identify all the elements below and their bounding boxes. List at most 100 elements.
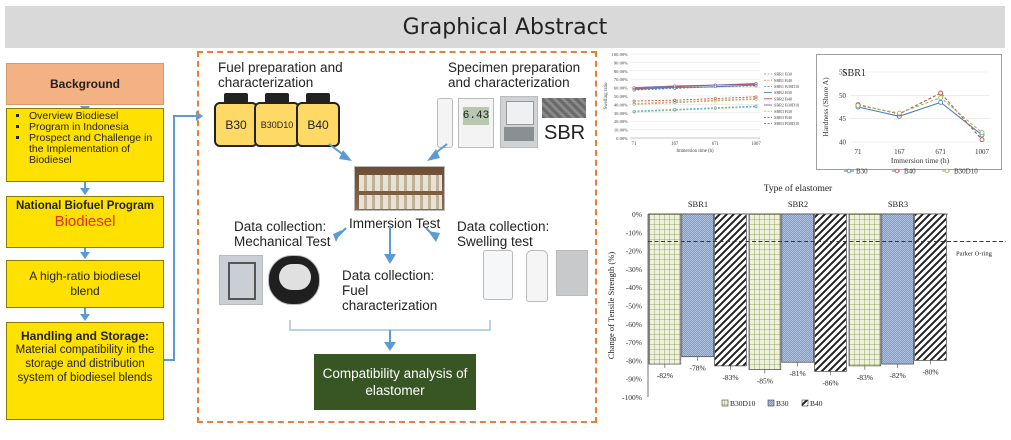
series-point <box>754 97 758 101</box>
sbr-sample-image <box>542 98 586 118</box>
y-tick-label: -30% <box>626 265 642 274</box>
series-point <box>713 106 717 110</box>
series-point <box>979 137 985 143</box>
handling-title: Handling and Storage: <box>20 329 149 343</box>
national-program-label: National Biofuel Program <box>15 200 155 212</box>
y-tick-label: 40.00% <box>614 102 628 107</box>
background-bullet: Overview Biodiesel <box>29 111 159 122</box>
y-tick-label: 50 <box>839 92 847 100</box>
mechanical-test-label: Data collection: Mechanical Test <box>234 219 331 249</box>
data-label: -85% <box>757 377 773 386</box>
bar <box>914 213 947 361</box>
arrow-down-icon <box>80 314 90 321</box>
x-tick-label: 671 <box>712 142 720 147</box>
balance-image <box>500 96 538 148</box>
x-tick-label: 1007 <box>975 148 990 156</box>
y-tick-label: -90% <box>626 375 642 384</box>
series-point <box>632 88 636 92</box>
fuel-characterization-label: Data collection: Fuel characterization <box>342 268 438 313</box>
legend-label: SBR1 B30 <box>774 72 792 77</box>
series-point <box>713 85 717 89</box>
data-label: -81% <box>790 369 806 378</box>
x-tick-label: 1007 <box>751 142 761 147</box>
chart-title: SBR1 <box>842 68 866 79</box>
bar <box>748 213 782 370</box>
bar <box>648 213 682 365</box>
x-tick-label: 167 <box>894 148 905 156</box>
y-tick-label: 100.00% <box>612 52 629 57</box>
series-point <box>713 97 717 100</box>
series-point <box>673 108 677 111</box>
sbr-label: SBR <box>544 122 586 144</box>
fuel-bottle-b30: B30 <box>214 93 258 147</box>
balance-image-2 <box>556 250 588 296</box>
series-point <box>938 90 944 96</box>
series-line <box>857 101 983 136</box>
y-tick-label: 0% <box>632 210 642 219</box>
connector-line <box>84 182 86 190</box>
solvent-bottle-image <box>526 250 548 302</box>
legend-label: B40 <box>810 399 823 408</box>
y-axis-title: Swelling ratio <box>604 82 609 110</box>
bar <box>714 213 747 367</box>
fuel-bottle-b40: B40 <box>296 93 340 147</box>
legend-label: B40 <box>904 168 916 176</box>
outflow-arrows <box>333 226 440 264</box>
legend-swatch <box>767 399 775 407</box>
high-ratio-box: A high-ratio biodiesel blend <box>6 260 164 308</box>
data-label: -83% <box>722 373 738 382</box>
bar <box>848 213 882 367</box>
legend-label: SBR2 B30 <box>774 90 792 95</box>
series-point <box>673 98 677 102</box>
bar <box>681 213 714 358</box>
background-bullet: Program in Indonesia <box>29 122 159 133</box>
x-tick-label: 71 <box>855 148 863 156</box>
chart-title: Type of elastomer <box>764 183 833 194</box>
y-tick-label: -60% <box>626 320 642 329</box>
compatibility-box: Compatibility analysis of elastomer <box>314 354 476 410</box>
y-tick-label: -70% <box>626 338 642 347</box>
y-tick-label: -20% <box>626 247 642 256</box>
y-tick-label: 70.00% <box>614 77 628 82</box>
connector-line <box>84 248 86 254</box>
series-point <box>754 84 758 88</box>
thickness-meter-image: 6.43 <box>458 98 494 148</box>
inflow-arrows <box>328 143 448 161</box>
immersion-test-label: Immersion Test <box>349 216 441 231</box>
y-tick-label: 20.00% <box>614 119 628 124</box>
arrow-down-icon <box>80 188 90 195</box>
series-line <box>633 82 757 89</box>
chart-frame <box>816 54 1002 170</box>
legend-label: B30D10 <box>954 168 978 176</box>
x-tick-label: 167 <box>671 142 679 147</box>
x-axis-title: Immersion time (h) <box>676 149 714 154</box>
series-line <box>633 106 757 113</box>
bar <box>814 213 847 372</box>
legend-marker <box>846 168 852 174</box>
series-point <box>855 103 861 109</box>
background-box: Background <box>6 63 164 105</box>
specimen-prep-label: Specimen preparation and characterizatio… <box>448 60 581 90</box>
series-line <box>633 98 757 105</box>
group-label: SBR3 <box>888 199 908 209</box>
data-label: -83% <box>857 373 873 382</box>
bottle-label: B30 <box>214 102 258 147</box>
legend-label: SBR3 B30 <box>774 109 792 114</box>
y-tick-label: 90.00% <box>614 60 628 65</box>
group-label: SBR1 <box>688 199 708 209</box>
series-point <box>896 110 902 116</box>
y-tick-label: -50% <box>626 302 642 311</box>
legend-marker <box>894 168 900 174</box>
data-label: -82% <box>890 371 906 380</box>
y-axis-title: Change of Tensile Strength (%) <box>606 252 616 360</box>
y-tick-label: -80% <box>626 356 642 365</box>
meter-display: 6.43 <box>463 107 489 125</box>
y-tick-label: 0.00% <box>616 136 628 141</box>
tensile-strength-chart: Type of elastomer0%-10%-20%-30%-40%-50%-… <box>606 183 1006 408</box>
y-tick-label: 10.00% <box>614 128 628 133</box>
y-tick-label: 30.00% <box>614 111 628 116</box>
legend-label: B30 <box>856 168 868 176</box>
series-point <box>754 82 758 85</box>
national-program-box: National Biofuel Program Biodiesel <box>6 196 164 248</box>
